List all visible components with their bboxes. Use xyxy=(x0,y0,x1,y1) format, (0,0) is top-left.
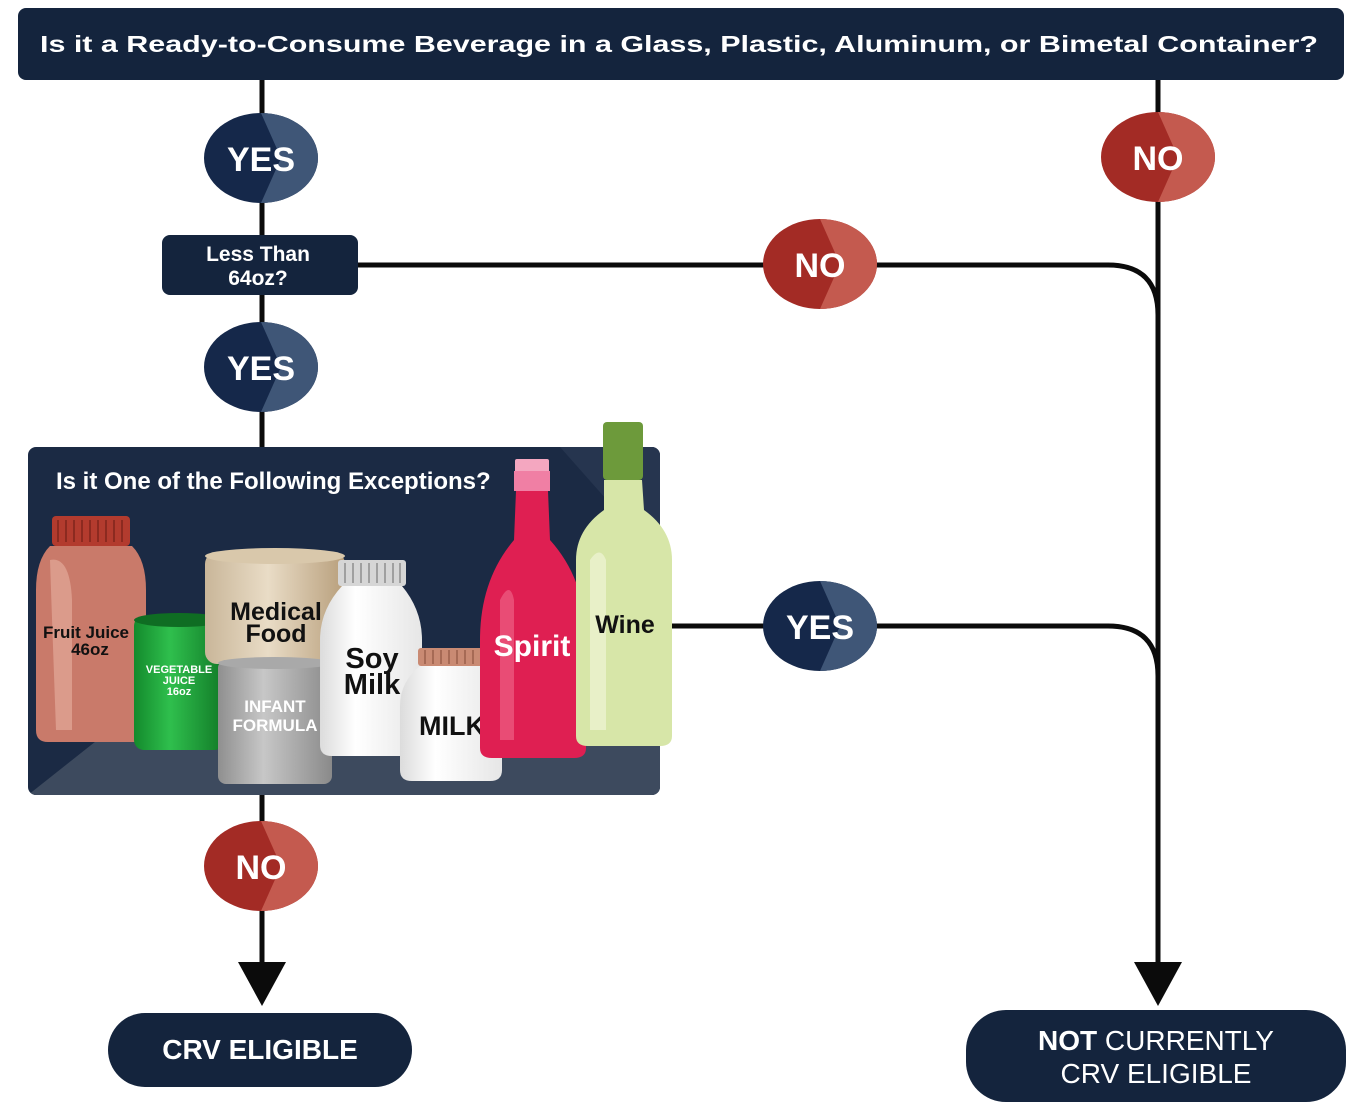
outcome-eligible-pill: CRV ELIGIBLE xyxy=(108,1013,412,1087)
no-badge-2: NO xyxy=(763,219,877,309)
yes-badge-3-label: YES xyxy=(786,609,854,647)
fruit-juice-label-line1: Fruit Juice xyxy=(43,623,129,642)
wine-label: Wine xyxy=(595,611,655,639)
arrowhead-eligible xyxy=(238,962,286,1006)
vegetable-juice-label-line3: 16oz xyxy=(167,686,192,698)
arrowhead-not-eligible xyxy=(1134,962,1182,1006)
line-q2-no-branch xyxy=(358,262,1161,316)
yes-badge-1: YES xyxy=(204,113,318,203)
spirit-bottle: Spirit xyxy=(480,459,586,758)
question-size-line2: 64oz? xyxy=(228,267,288,290)
question-container-box: Is it a Ready-to-Consume Beverage in a G… xyxy=(18,8,1344,80)
soy-milk-bottle: Soy Milk xyxy=(320,560,422,756)
medical-food-label-line2: Food xyxy=(245,620,306,648)
line-exception-yes-branch xyxy=(668,623,1161,677)
no-badge-2-label: NO xyxy=(795,247,846,285)
question-container-text: Is it a Ready-to-Consume Beverage in a G… xyxy=(40,31,1318,57)
no-badge-3: NO xyxy=(204,821,318,911)
no-badge-3-label: NO xyxy=(236,849,287,887)
milk-bottle: MILK xyxy=(400,648,502,781)
question-size-line1: Less Than xyxy=(206,243,310,266)
yes-badge-2: YES xyxy=(204,322,318,412)
medical-food-container: Medical Food xyxy=(205,548,345,664)
outcome-not-bold: NOT xyxy=(1038,1025,1097,1056)
yes-badge-1-label: YES xyxy=(227,141,295,179)
outcome-not-rest: CURRENTLY xyxy=(1097,1025,1274,1056)
exceptions-question-text: Is it One of the Following Exceptions? xyxy=(56,468,491,495)
vegetable-juice-can: VEGETABLE JUICE 16oz xyxy=(134,613,224,750)
vegetable-juice-label-line2: JUICE xyxy=(163,675,195,687)
infant-formula-label-line1: INFANT xyxy=(244,697,306,716)
infant-formula-label-line2: FORMULA xyxy=(233,716,318,735)
spirit-label: Spirit xyxy=(494,630,571,663)
fruit-juice-label-line2: 46oz xyxy=(71,640,109,659)
no-badge-1: NO xyxy=(1101,112,1215,202)
milk-label: MILK xyxy=(419,711,485,741)
vegetable-juice-label-line1: VEGETABLE xyxy=(146,664,212,676)
soy-milk-label-line2: Milk xyxy=(344,669,401,701)
yes-badge-2-label: YES xyxy=(227,350,295,388)
yes-badge-3: YES xyxy=(763,581,877,671)
fruit-juice-bottle: Fruit Juice 46oz xyxy=(36,516,146,742)
question-size-box: Less Than 64oz? xyxy=(162,235,358,295)
medical-food-label-line1: Medical xyxy=(230,598,322,626)
soy-milk-label-line1: Soy xyxy=(345,643,398,675)
outcome-not-eligible-line2: CRV ELIGIBLE xyxy=(1061,1058,1252,1089)
wine-bottle: Wine xyxy=(576,422,672,746)
outcome-eligible-text: CRV ELIGIBLE xyxy=(162,1034,358,1065)
no-badge-1-label: NO xyxy=(1133,140,1184,178)
outcome-not-eligible-pill: NOT CURRENTLY CRV ELIGIBLE xyxy=(966,1010,1346,1102)
outcome-not-eligible-line1: NOT CURRENTLY xyxy=(1038,1025,1274,1056)
infant-formula-can: INFANT FORMULA xyxy=(218,657,332,784)
